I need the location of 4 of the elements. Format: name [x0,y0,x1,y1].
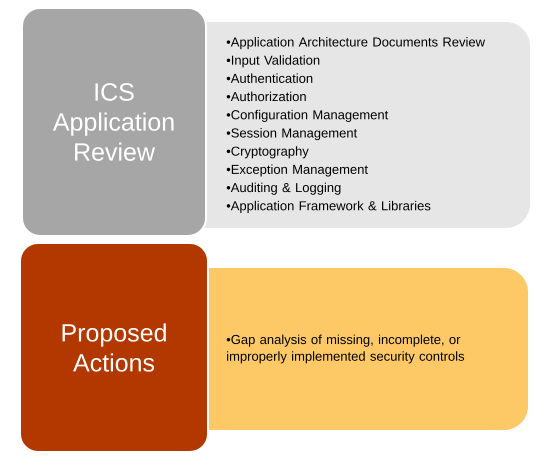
list-panel: •Application Architecture Documents Review •Input Validation •Authentication •Authorization •Configuration Management •Session Management •Cryptography •Exception Management •Auditing & Logging •Application Framework & Libraries [180,22,530,228]
title-box: ICS Application Review [21,7,207,237]
title-box: Proposed Actions [19,242,209,453]
list-panel: •Gap analysis of missing, incomplete, or improperly implemented security controls [180,268,528,430]
